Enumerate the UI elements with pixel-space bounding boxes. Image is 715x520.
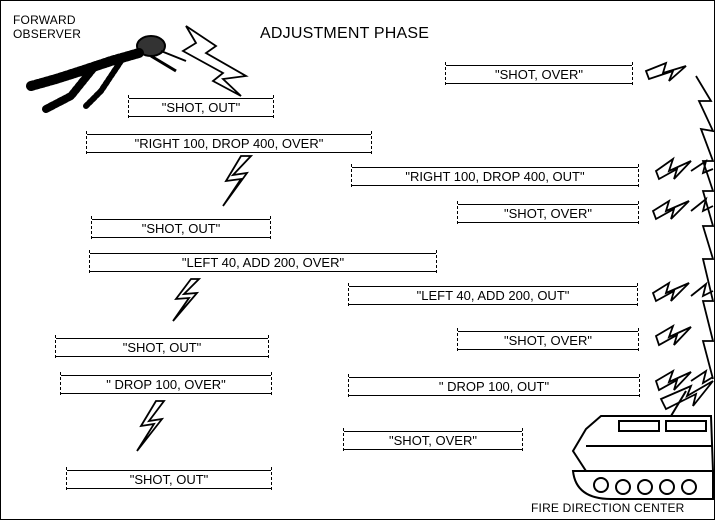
fdc-message-6: " DROP 100, OUT"	[340, 374, 648, 397]
observer-message-6: " DROP 100, OVER"	[52, 372, 280, 395]
diagram-title: ADJUSTMENT PHASE	[260, 25, 430, 42]
forward-observer-label-line1: FORWARD	[13, 13, 76, 27]
soldier-icon	[26, 35, 187, 113]
fdc-message-3: "SHOT, OVER"	[449, 201, 647, 224]
observer-message-2: "RIGHT 100, DROP 400, OVER"	[78, 131, 380, 154]
observer-message-4: "LEFT 40, ADD 200, OVER"	[81, 250, 445, 273]
fdc-message-2: "RIGHT 100, DROP 400, OUT"	[343, 164, 647, 187]
observer-message-3: "SHOT, OUT"	[83, 216, 279, 239]
radio-signal-icon	[136, 25, 714, 452]
tracked-vehicle-icon	[571, 390, 714, 500]
fire-direction-center-label: FIRE DIRECTION CENTER	[531, 501, 685, 515]
fdc-message-4: "LEFT 40, ADD 200, OUT"	[340, 283, 646, 306]
observer-message-7: "SHOT, OUT"	[58, 467, 280, 490]
fdc-message-1: "SHOT, OVER"	[437, 62, 641, 85]
observer-message-5: "SHOT, OUT"	[47, 335, 277, 358]
fdc-message-5: "SHOT, OVER"	[449, 328, 647, 351]
fdc-message-7: "SHOT, OVER"	[335, 428, 531, 451]
forward-observer-label: FORWARD OBSERVER	[13, 13, 81, 41]
forward-observer-label-line2: OBSERVER	[13, 27, 82, 41]
observer-message-1: "SHOT, OUT"	[120, 95, 282, 118]
